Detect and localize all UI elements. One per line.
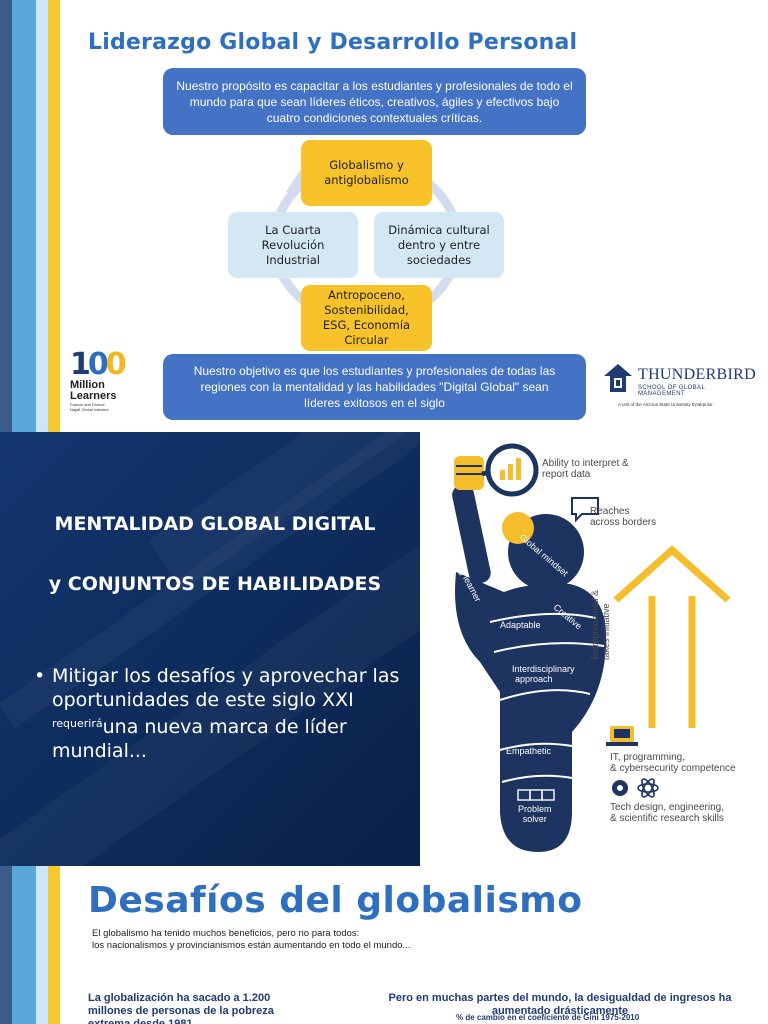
heading-mindset: MENTALIDAD GLOBAL DIGITAL: [54, 513, 376, 535]
heading-skills: y CONJUNTOS DE HABILIDADES: [48, 573, 382, 595]
label-problem-solver: Problem solver: [518, 804, 552, 824]
dark-panel: MENTALIDAD GLOBAL DIGITAL y CONJUNTOS DE…: [0, 432, 420, 866]
label-tech-design: Tech design, engineering, & scientific r…: [610, 802, 724, 824]
slide-digital-mindset: MENTALIDAD GLOBAL DIGITAL y CONJUNTOS DE…: [0, 432, 768, 866]
100-million-learners-logo: 100 Million Learners Francis and Dionne …: [70, 350, 160, 420]
label-it-programming: IT, programming, & cybersecurity compete…: [610, 752, 736, 774]
gini-caption: % de cambio en el coeficiente de Gini 19…: [456, 1013, 640, 1022]
leader-figure-icon: [452, 443, 731, 852]
side-stripes: [0, 866, 62, 1024]
objective-box: Nuestro objetivo es que los estudiantes …: [163, 354, 586, 420]
bullet-point: • Mitigar los desafíos y aprovechar las …: [34, 665, 400, 762]
label-interpret-data: Ability to interpret & report data: [542, 458, 629, 480]
slide-title: Liderazgo Global y Desarrollo Personal: [88, 30, 578, 55]
slide-subtitle: El globalismo ha tenido muchos beneficio…: [92, 928, 411, 951]
thunderbird-logo: THUNDERBIRD SCHOOL OF GLOBAL MANAGEMENT …: [602, 362, 756, 412]
label-reaches-borders: Reaches across borders: [590, 506, 657, 528]
leader-infographic: Ability to interpret & report data Reach…: [420, 432, 768, 866]
cycle-node-globalism: Globalismo y antiglobalismo: [301, 140, 432, 206]
cycle-node-cultural-dynamics: Dinámica cultural dentro y entre socieda…: [374, 212, 504, 278]
cycle-node-anthropocene: Antropoceno, Sostenibilidad, ESG, Econom…: [301, 285, 432, 351]
objective-text: Nuestro objetivo es que los estudiantes …: [193, 364, 556, 410]
slide-leadership: Liderazgo Global y Desarrollo Personal N…: [0, 0, 768, 432]
thunderbird-emblem-icon: [604, 364, 632, 392]
side-stripes: [0, 0, 62, 432]
cycle-node-fourth-revolution: La Cuarta Revolución Industrial: [228, 212, 358, 278]
label-interdisciplinary: Interdisciplinary approach: [512, 664, 575, 684]
purpose-box: Nuestro propósito es capacitar a los est…: [163, 68, 586, 135]
poverty-statement: La globalización ha sacado a 1.200 millo…: [88, 992, 274, 1024]
label-empathetic: Empathetic: [506, 746, 552, 756]
slide-globalism-challenges: Desafíos del globalismo El globalismo ha…: [0, 866, 768, 1024]
logo-digits: 100: [70, 347, 127, 382]
label-entrepreneurial: Entrepreneurial & takes initiative: [590, 589, 611, 660]
bullet-icon: •: [34, 665, 46, 687]
slide-title: Desafíos del globalismo: [88, 880, 583, 921]
label-adaptable: Adaptable: [500, 620, 541, 630]
purpose-text: Nuestro propósito es capacitar a los est…: [176, 78, 573, 125]
inequality-statement: Pero en muchas partes del mundo, la desi…: [388, 992, 732, 1017]
